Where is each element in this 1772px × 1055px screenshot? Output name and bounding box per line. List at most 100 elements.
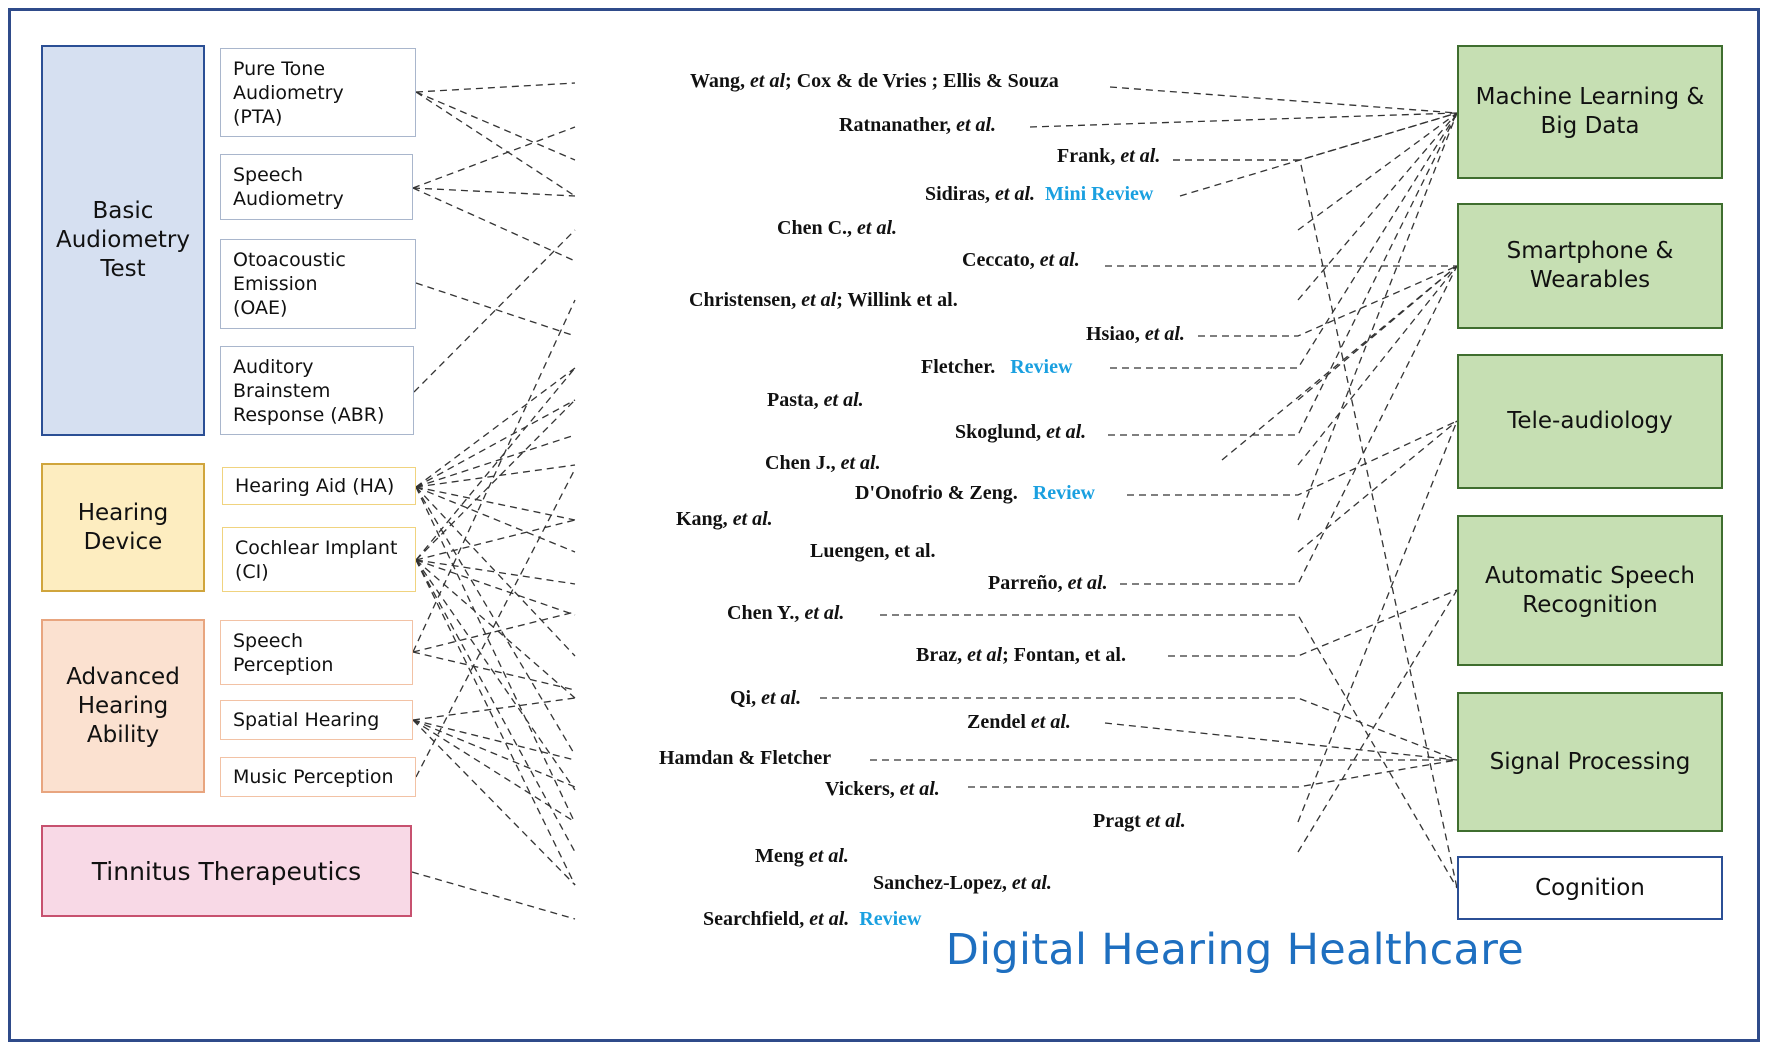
connector-line (1120, 265, 1458, 585)
reference-label: Chen C., et al. (777, 217, 897, 239)
connector-line (415, 486, 576, 756)
target-automatic-speech-recognition: Automatic Speech Recognition (1457, 515, 1723, 666)
connector-line (1198, 265, 1458, 337)
connector-line (415, 82, 576, 93)
connector-line (1168, 589, 1458, 657)
connector-line (415, 559, 576, 791)
connector-line (1110, 112, 1458, 369)
reference-label: Sanchez-Lopez, et al. (873, 872, 1052, 894)
connector-line (412, 719, 576, 761)
sub-speech-perception: Speech Perception (220, 620, 413, 685)
sub-music-perception: Music Perception (220, 757, 416, 797)
connector-line (415, 486, 576, 657)
target-signal-processing: Signal Processing (1457, 692, 1723, 832)
connector-line (412, 719, 576, 823)
reference-label: Qi, et al. (730, 687, 801, 709)
reference-label: Wang, et al; Cox & de Vries ; Ellis & So… (690, 70, 1059, 92)
connector-line (880, 614, 1458, 889)
reference-label: Skoglund, et al. (955, 421, 1086, 443)
connector-line (1297, 265, 1458, 466)
connector-line (412, 719, 576, 886)
connector-line (1297, 112, 1458, 301)
sub-hearing-aid: Hearing Aid (HA) (222, 467, 416, 505)
reference-label: Chen J., et al. (765, 452, 881, 474)
reference-label: Ratnanather, et al. (839, 114, 996, 136)
connector-line (1297, 265, 1458, 401)
connector-line (415, 282, 576, 337)
reference-label: Ceccato, et al. (962, 249, 1080, 271)
connector-line (413, 229, 576, 393)
connector-line (1297, 112, 1458, 231)
reference-label: Vickers, et al. (825, 778, 940, 800)
category-hearing-device: Hearing Device (41, 463, 205, 592)
reference-label: Luengen, et al. (810, 540, 936, 562)
connector-line (412, 651, 576, 691)
sub-pure-tone-audiometry: Pure Tone Audiometry (PTA) (220, 48, 416, 137)
reference-label: Hsiao, et al. (1086, 323, 1185, 345)
connector-line (415, 434, 576, 488)
connector-line (1109, 86, 1458, 114)
connector-line (1297, 112, 1458, 521)
sub-auditory-brainstem-response: Auditory Brainstem Response (ABR) (220, 346, 414, 435)
category-advanced-hearing: Advanced Hearing Ability (41, 619, 205, 793)
connector-line (415, 91, 576, 161)
connector-line (415, 486, 576, 824)
category-tinnitus: Tinnitus Therapeutics (41, 825, 412, 917)
connector-line (968, 759, 1458, 788)
connector-line (415, 519, 576, 561)
connector-line (412, 187, 576, 262)
connector-line (1173, 112, 1458, 161)
connector-line (412, 611, 576, 653)
connector-line (415, 486, 576, 553)
connector-line (415, 367, 576, 488)
connector-line (415, 367, 576, 561)
reference-label: Hamdan & Fletcher (659, 747, 831, 769)
reference-label: Searchfield, et al.Review (703, 908, 922, 930)
reference-label: Parreño, et al. (988, 572, 1108, 594)
diagram-frame (8, 8, 1760, 1042)
diagram-title: Digital Hearing Healthcare (945, 925, 1524, 975)
reference-label: Pragt et al. (1093, 810, 1186, 832)
sub-otoacoustic-emission: Otoacoustic Emission (OAE) (220, 239, 416, 329)
connector-line (1127, 420, 1458, 496)
connector-line (412, 187, 576, 197)
target-tele-audiology: Tele-audiology (1457, 354, 1723, 489)
sub-speech-audiometry: Speech Audiometry (220, 154, 413, 220)
reference-label: Fletcher. Review (921, 356, 1073, 378)
reference-label: Zendel et al. (967, 711, 1071, 733)
connector-line (412, 697, 576, 721)
category-basic-audiometry: Basic Audiometry Test (41, 45, 205, 436)
reference-label: Pasta, et al. (767, 389, 864, 411)
sub-spatial-hearing: Spatial Hearing (220, 700, 413, 740)
connector-line (1179, 112, 1458, 197)
connector-line (1221, 265, 1458, 461)
connector-line (1297, 420, 1458, 823)
connector-line (415, 559, 576, 853)
connector-line (415, 399, 576, 561)
connector-line (1104, 722, 1458, 761)
connector-line (1108, 112, 1458, 436)
connector-line (1173, 159, 1458, 889)
reference-label: Christensen, et al; Willink et al. (689, 289, 958, 311)
reference-label: Sidiras, et al.Mini Review (925, 183, 1154, 205)
target-machine-learning: Machine Learning & Big Data (1457, 45, 1723, 179)
reference-label: Meng et al. (755, 845, 849, 867)
target-cognition: Cognition (1457, 856, 1723, 920)
connector-line (411, 871, 576, 920)
connector-line (415, 559, 576, 616)
connector-line (415, 464, 576, 488)
connector-line (412, 719, 576, 788)
reference-label: Frank, et al. (1057, 145, 1160, 167)
sub-cochlear-implant: Cochlear Implant (CI) (222, 527, 416, 592)
reference-label: D'Onofrio & Zeng. Review (855, 482, 1096, 504)
connector-line (415, 559, 576, 585)
connector-line (1297, 420, 1458, 553)
connector-line (415, 468, 576, 778)
connector-line (1029, 112, 1458, 128)
connector-line (820, 697, 1458, 761)
connector-line (412, 126, 576, 189)
connector-line (415, 91, 576, 197)
reference-label: Chen Y., et al. (727, 602, 844, 624)
connector-line (412, 299, 576, 653)
